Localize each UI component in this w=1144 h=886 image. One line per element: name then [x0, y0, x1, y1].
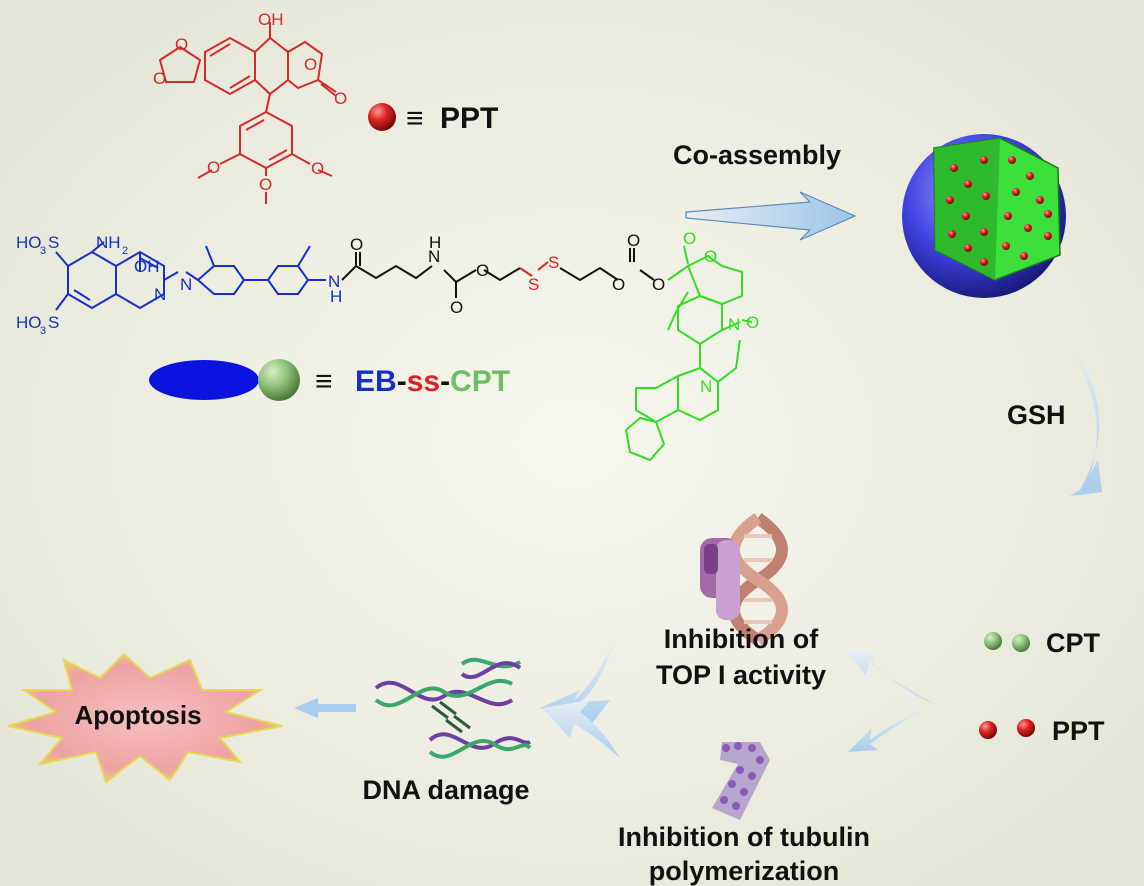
- tubulin-label-line2: polymerization: [649, 856, 840, 886]
- atom-n: N: [428, 247, 440, 266]
- apoptosis-burst-icon: [7, 652, 283, 784]
- atom-s: S: [528, 275, 539, 294]
- atom-h: H: [429, 233, 441, 252]
- ppt-structure: [158, 22, 337, 204]
- atom-n: N: [728, 315, 740, 334]
- atom-o: O: [259, 175, 272, 194]
- conjugate-legend-label: EB-ss-CPT: [355, 365, 510, 398]
- atom-s: S: [48, 313, 59, 332]
- to-tubulin-arrow: [848, 704, 935, 752]
- label-dash: -: [440, 365, 450, 398]
- equiv-symbol: ≡: [315, 365, 333, 398]
- atom-o: O: [683, 229, 696, 248]
- atom-o: O: [627, 231, 640, 250]
- atom-n: N: [154, 285, 166, 304]
- atom-o: O: [350, 235, 363, 254]
- linker-atoms: O N H O O S S O O O: [350, 231, 665, 317]
- atom-o: O: [652, 275, 665, 294]
- atom-oh: OH: [134, 257, 160, 276]
- cpt-released-icon: [1012, 634, 1030, 652]
- atom-n: N: [328, 272, 340, 291]
- top1-label-line1: Inhibition of: [664, 624, 819, 654]
- linker-ss: [519, 261, 549, 277]
- eb-ellipse-icon: [149, 360, 259, 400]
- atom-h: H: [330, 287, 342, 306]
- ppt-legend-label: PPT: [440, 102, 498, 135]
- atom-ho: HO: [16, 313, 42, 332]
- atom-subscript: 2: [122, 245, 128, 257]
- to-dna-arrow-top: [540, 640, 615, 726]
- atom-ho: HO: [16, 233, 42, 252]
- ppt-release-label: PPT: [1052, 716, 1105, 746]
- atom-subscript: 3: [40, 325, 46, 337]
- co-assembly-label: Co-assembly: [673, 140, 841, 170]
- nanoparticle: [902, 134, 1066, 298]
- to-dna-arrow-bottom: [542, 700, 620, 758]
- cpt-structure: [624, 245, 753, 462]
- cpt-release-label: CPT: [1046, 628, 1101, 658]
- cpt-structure-atoms: O O O N N: [683, 229, 759, 396]
- ppt-released-icon: [979, 721, 997, 739]
- eb-structure: [55, 241, 326, 311]
- atom-o: O: [746, 313, 759, 332]
- atom-nh: NH: [96, 233, 121, 252]
- atom-o: O: [153, 69, 166, 88]
- co-assembly-arrow: [685, 191, 857, 241]
- linker-structure: [341, 248, 655, 298]
- gsh-label: GSH: [1007, 400, 1066, 430]
- ppt-structure-atoms: OH O O O O O O O: [153, 10, 347, 194]
- gsh-arrow: [1065, 340, 1102, 496]
- atom-o: O: [612, 275, 625, 294]
- atom-o: O: [175, 35, 188, 54]
- to-apoptosis-arrow: [294, 698, 356, 718]
- cpt-ball-icon: [258, 359, 300, 401]
- label-dash: -: [397, 365, 407, 398]
- ppt-ball-icon: [368, 103, 396, 131]
- apoptosis-label: Apoptosis: [74, 700, 201, 730]
- ppt-released-icon: [1017, 719, 1035, 737]
- atom-s: S: [48, 233, 59, 252]
- to-top1-arrow: [846, 650, 935, 704]
- ppt-particles: [946, 156, 1052, 266]
- equiv-symbol: ≡: [406, 102, 424, 135]
- cpt-released-icon: [984, 632, 1002, 650]
- microtubule-icon: [712, 742, 770, 820]
- atom-o: O: [476, 261, 489, 280]
- atom-o: O: [311, 159, 324, 178]
- tubulin-label-line1: Inhibition of tubulin: [618, 822, 870, 852]
- label-eb: EB: [355, 365, 397, 398]
- atom-s: S: [548, 253, 559, 272]
- dna-damage-label: DNA damage: [362, 775, 529, 805]
- label-cpt: CPT: [450, 365, 510, 398]
- atom-o: O: [704, 247, 717, 266]
- atom-n: N: [180, 275, 192, 294]
- atom-subscript: 3: [40, 245, 46, 257]
- atom-oh: OH: [258, 10, 284, 29]
- topoisomerase-dna-icon: [700, 513, 788, 646]
- label-ss: ss: [407, 365, 440, 398]
- dna-damage-icon: [374, 657, 532, 759]
- eb-structure-atoms: HO 3 S NH 2 OH HO 3 S N N N H: [16, 233, 342, 337]
- atom-o: O: [334, 89, 347, 108]
- top1-label-line2: TOP I activity: [656, 660, 826, 690]
- atom-o: O: [207, 158, 220, 177]
- atom-n: N: [700, 377, 712, 396]
- atom-o: O: [450, 298, 463, 317]
- atom-o: O: [304, 55, 317, 74]
